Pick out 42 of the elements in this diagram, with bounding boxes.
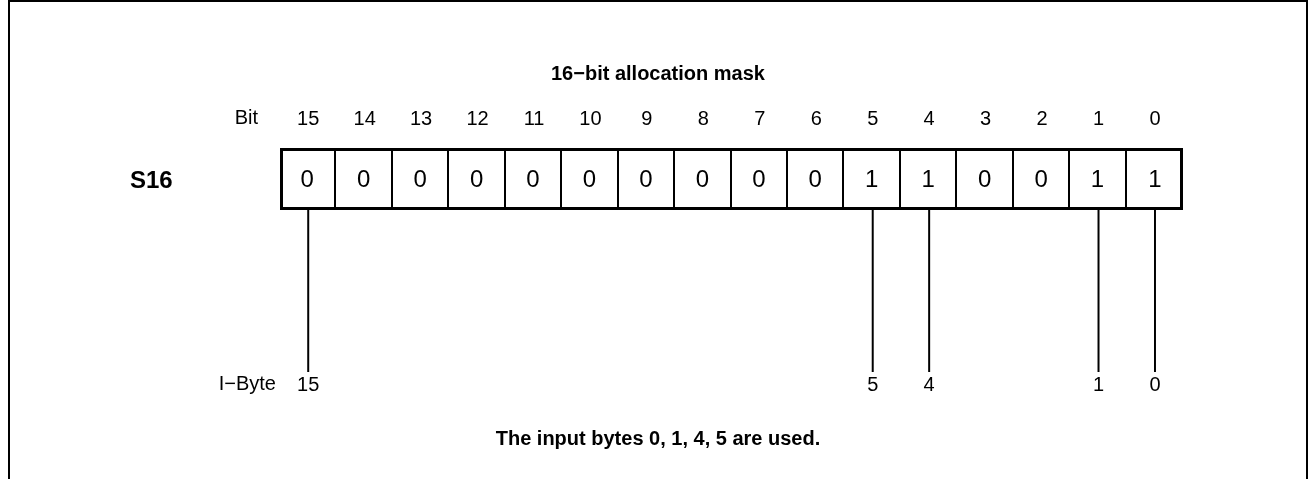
byte-number: 1: [1078, 372, 1119, 396]
bit-number: 5: [866, 106, 880, 130]
bit-cell: 1: [900, 151, 958, 207]
caption: The input bytes 0, 1, 4, 5 are used.: [494, 427, 822, 450]
bit-number: 8: [696, 106, 710, 130]
bit-cell: 0: [280, 151, 337, 207]
bit-number: 6: [809, 106, 823, 130]
byte-number: 5: [852, 372, 893, 396]
bit-cell: 0: [675, 151, 732, 207]
bit-number: 2: [1035, 106, 1049, 130]
bit-number: 11: [522, 106, 546, 130]
byte-number: 0: [1134, 372, 1175, 396]
bit-number: 12: [465, 106, 490, 130]
bit-number: 1: [1091, 106, 1106, 130]
bit-cell: 0: [731, 151, 789, 207]
bit-number: 0: [1148, 106, 1162, 130]
bit-number: 13: [409, 106, 434, 130]
row-label: Bit: [234, 106, 258, 129]
bit-number: 4: [922, 106, 936, 130]
diagram-title: 16−bit allocation mask: [550, 62, 766, 85]
bit-cell: 0: [957, 151, 1014, 207]
bit-cell: 0: [618, 151, 676, 207]
bit-cell: 0: [1013, 151, 1071, 207]
byte-number: 4: [909, 372, 950, 396]
bit-number: 3: [979, 106, 993, 130]
bit-cell: 0: [562, 151, 619, 207]
bit-number: 9: [640, 106, 654, 130]
bit-number: 10: [578, 106, 603, 130]
bit-number: 15: [296, 106, 321, 130]
bit-cell: 0: [336, 151, 393, 207]
register-name: S16: [130, 166, 173, 194]
bit-cell: 1: [1126, 151, 1184, 207]
bit-cell: 0: [449, 151, 506, 207]
bit-number: 7: [753, 106, 767, 130]
byte-number: 15: [288, 372, 329, 396]
row-label: I−Byte: [218, 372, 276, 395]
bit-cell: 0: [505, 151, 563, 207]
bit-cell: 1: [1070, 151, 1127, 207]
bit-cell: 0: [788, 151, 845, 207]
bit-cell: 1: [844, 151, 901, 207]
bit-number: 14: [352, 106, 377, 130]
bit-cell: 0: [392, 151, 450, 207]
